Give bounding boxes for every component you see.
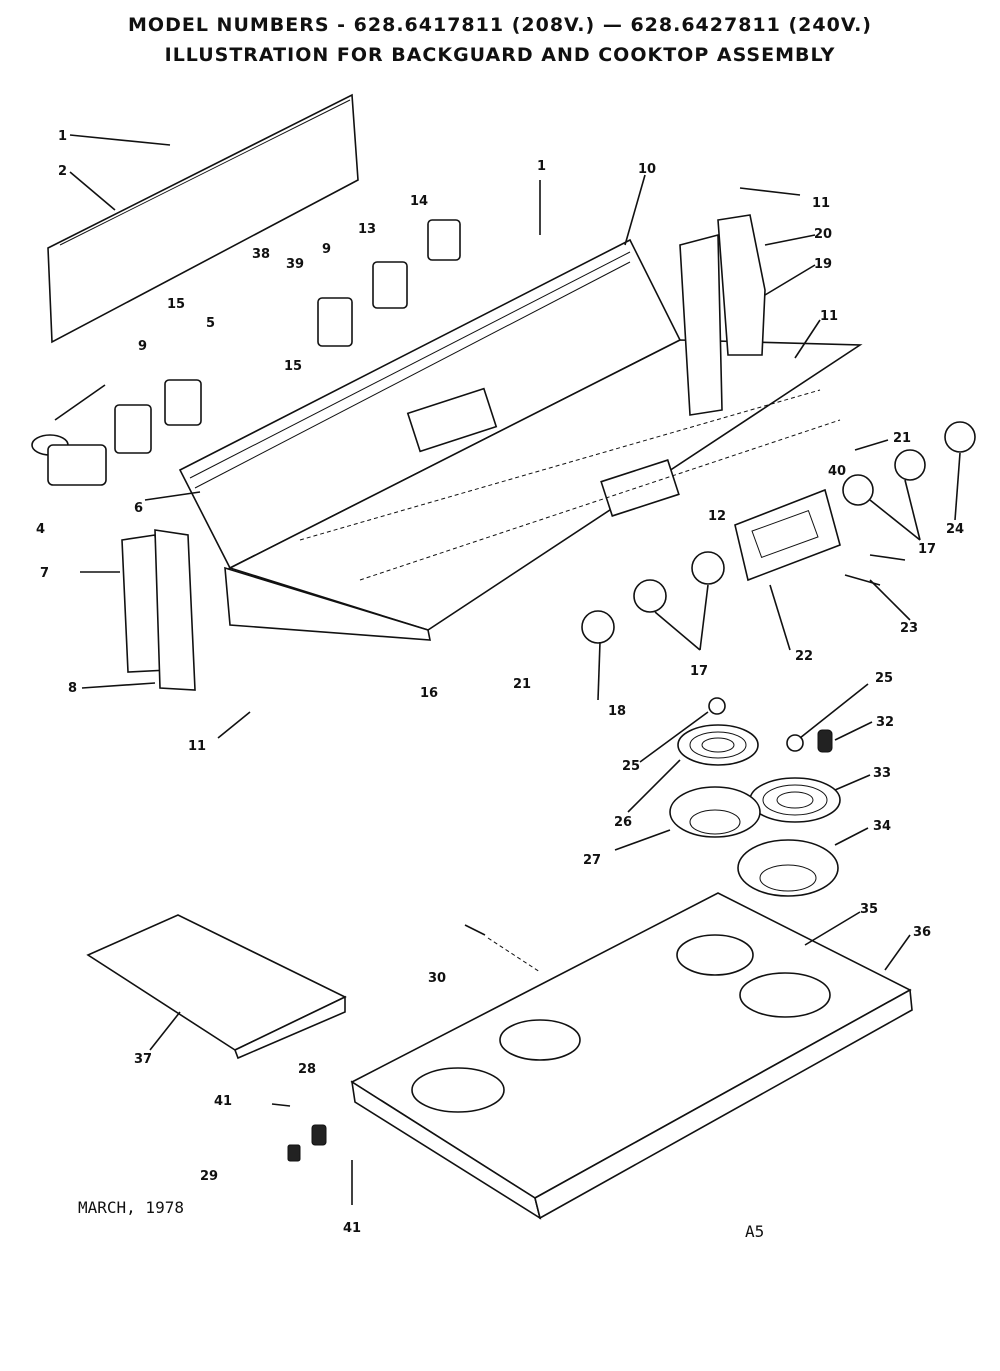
callout-23: 23 <box>900 621 918 636</box>
revision-date: MARCH, 1978 <box>78 1198 184 1217</box>
callout-11: 11 <box>820 309 838 324</box>
callout-13: 13 <box>358 222 376 237</box>
callout-16: 16 <box>420 686 438 701</box>
leader-lines <box>69 134 961 1107</box>
callout-15: 15 <box>284 359 302 374</box>
callout-22: 22 <box>795 649 813 664</box>
callout-8: 8 <box>68 681 77 696</box>
callout-26: 26 <box>614 815 632 830</box>
callout-9: 9 <box>322 242 331 257</box>
callout-11: 11 <box>812 196 830 211</box>
end-cap-part <box>121 529 196 691</box>
callout-32: 32 <box>876 715 894 730</box>
callout-9: 9 <box>138 339 147 354</box>
callout-17: 17 <box>690 664 708 679</box>
hardware-parts <box>287 924 541 1205</box>
callout-35: 35 <box>860 902 878 917</box>
callout-11: 11 <box>188 739 206 754</box>
shelf-part <box>86 914 347 1060</box>
callout-20: 20 <box>814 227 832 242</box>
callout-36: 36 <box>913 925 931 940</box>
callout-21: 21 <box>513 677 531 692</box>
callout-27: 27 <box>583 853 601 868</box>
callout-17: 17 <box>918 542 936 557</box>
callout-34: 34 <box>873 819 891 834</box>
callout-40: 40 <box>828 464 846 479</box>
terminal-block-part <box>31 384 107 486</box>
callout-18: 18 <box>608 704 626 719</box>
clip-parts <box>844 554 906 586</box>
illustration-title: ILLUSTRATION FOR BACKGUARD AND COOKTOP A… <box>164 44 836 66</box>
callout-38: 38 <box>252 247 270 262</box>
side-bracket-part <box>679 214 766 416</box>
callout-2: 2 <box>58 164 67 179</box>
indicator-lens-part <box>734 488 841 582</box>
callout-12: 12 <box>708 509 726 524</box>
drip-pans <box>669 786 839 897</box>
rear-panel-part <box>47 93 359 344</box>
callout-41: 41 <box>214 1094 232 1109</box>
callout-33: 33 <box>873 766 891 781</box>
callout-30: 30 <box>428 971 446 986</box>
callout-25: 25 <box>622 759 640 774</box>
callout-39: 39 <box>286 257 304 272</box>
callout-21: 21 <box>893 431 911 446</box>
callout-15: 15 <box>167 297 185 312</box>
callout-7: 7 <box>40 566 49 581</box>
callout-37: 37 <box>134 1052 152 1067</box>
callout-25: 25 <box>875 671 893 686</box>
callout-10: 10 <box>638 162 656 177</box>
surface-elements <box>677 697 841 823</box>
page-reference: A5 <box>745 1222 765 1241</box>
callout-4: 4 <box>36 522 45 537</box>
callout-14: 14 <box>410 194 428 209</box>
callout-29: 29 <box>200 1169 218 1184</box>
model-numbers-title: MODEL NUMBERS - 628.6417811 (208V.) — 62… <box>128 14 872 36</box>
callout-1: 1 <box>58 129 67 144</box>
callout-6: 6 <box>134 501 143 516</box>
callout-41: 41 <box>343 1221 361 1236</box>
cooktop-part <box>350 892 913 1220</box>
callout-28: 28 <box>298 1062 316 1077</box>
callout-1: 1 <box>537 159 546 174</box>
callout-labels: 1 2 1 10 11 20 19 14 13 9 38 39 11 15 5 … <box>36 129 964 1236</box>
switch-blocks <box>114 219 461 454</box>
callout-5: 5 <box>206 316 215 331</box>
control-knobs <box>581 421 976 644</box>
callout-19: 19 <box>814 257 832 272</box>
callout-24: 24 <box>946 522 964 537</box>
